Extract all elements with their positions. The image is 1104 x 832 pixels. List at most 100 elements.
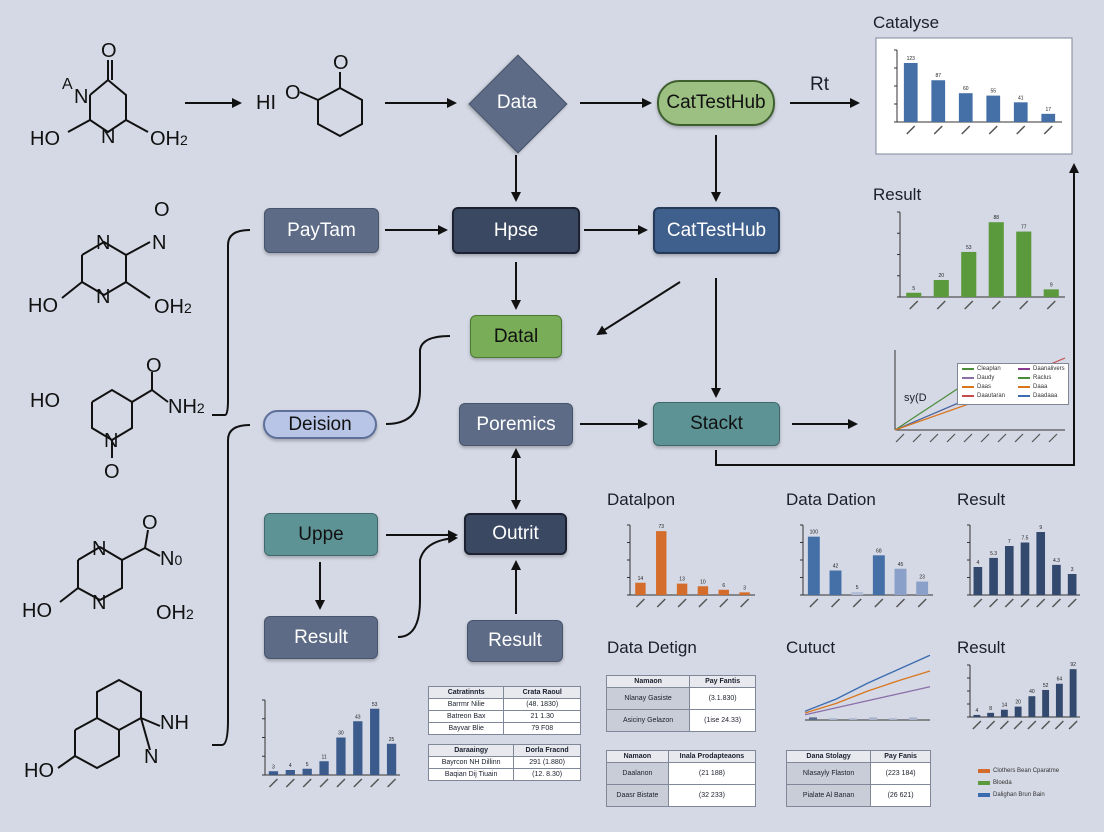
datal-node[interactable]: Datal — [470, 315, 562, 358]
bar-value-label: 77 — [1021, 225, 1027, 231]
bar — [973, 714, 981, 717]
uppe-node[interactable]: Uppe — [264, 513, 378, 556]
bar-value-label: 87 — [935, 73, 941, 79]
legend-item: Daadaaa — [1018, 393, 1057, 399]
bar — [676, 583, 688, 595]
cattesthub-mid-node[interactable]: CatTestHub — [653, 207, 780, 254]
bar — [851, 592, 864, 595]
mol4-n: N — [104, 430, 119, 452]
x-tick-label — [336, 778, 346, 788]
mol4-bond — [131, 389, 153, 403]
bar-value-label: 4.3 — [1053, 558, 1060, 564]
x-tick-label — [1016, 125, 1026, 135]
bar-value-label: 45 — [898, 562, 904, 568]
bar-value-label: 73 — [658, 524, 664, 530]
bar — [849, 718, 857, 720]
x-tick-label — [909, 300, 919, 310]
mol6-nh: NH — [160, 712, 189, 734]
mol3-n1: N — [96, 232, 111, 254]
mol2-bond — [299, 91, 319, 101]
cattesthub-top-node[interactable]: CatTestHub — [657, 80, 775, 126]
x-tick-label — [809, 598, 819, 608]
mol4-o2: O — [104, 461, 120, 483]
table-header: Dana Stolagy — [785, 750, 872, 763]
result-center-node[interactable]: Result — [467, 620, 563, 662]
bar-value-label: 60 — [963, 86, 969, 92]
result-left-node[interactable]: Result — [264, 616, 378, 659]
data-decision-diamond[interactable]: Data — [468, 54, 568, 154]
bar-value-label: 9 — [1039, 525, 1042, 531]
x-tick-label — [656, 598, 666, 608]
bar-value-label: 5 — [856, 585, 859, 591]
legend-item: Cleaplan — [962, 366, 1001, 372]
bar-value-label: 9 — [1050, 282, 1053, 288]
outrit-node[interactable]: Outrit — [464, 513, 567, 555]
table-row: Asiciny Gelazon(1ise 24.33) — [605, 709, 756, 732]
mol6-ring2 — [96, 678, 142, 731]
x-tick-label — [677, 598, 687, 608]
bar — [656, 531, 667, 595]
mol6-bond — [140, 717, 151, 751]
bar — [1004, 546, 1014, 595]
bar-value-label: 5 — [912, 286, 915, 292]
connector-mol4-to-paytam — [212, 229, 251, 416]
mol6-bond — [140, 717, 161, 727]
x-tick-label — [961, 125, 971, 135]
bar — [988, 222, 1004, 297]
table-row: Pialate Al Banan(26 621) — [785, 784, 931, 807]
mol5-ho: HO — [22, 600, 52, 622]
bar — [903, 62, 918, 122]
deision-node[interactable]: Deision — [263, 410, 377, 439]
diamond-label: Data — [496, 92, 538, 113]
mol5-bond — [144, 547, 161, 557]
line-chart-ylabel: sy(D — [904, 392, 927, 404]
x-tick-label — [1046, 300, 1056, 310]
mol6-ho: HO — [24, 760, 54, 782]
x-tick-label — [1051, 598, 1061, 608]
bar — [1016, 231, 1032, 297]
table-header: Dorla Fracnd — [513, 744, 581, 757]
hpse-node[interactable]: Hpse — [452, 207, 580, 254]
paytam-node[interactable]: PayTam — [264, 208, 379, 253]
bar — [973, 567, 983, 595]
table-header: Inala Prodapteaons — [667, 750, 757, 763]
mol4-ho: HO — [30, 390, 60, 412]
bar-value-label: 3 — [272, 764, 275, 770]
x-tick-label — [852, 598, 862, 608]
bar-value-label: 64 — [1057, 677, 1063, 683]
bar — [894, 568, 907, 595]
mol3-bond — [61, 281, 83, 299]
bar — [1041, 113, 1056, 122]
series-line — [804, 670, 931, 714]
bar-value-label: 52 — [1043, 683, 1049, 689]
x-tick-label — [1068, 720, 1078, 730]
stackt-node[interactable]: Stackt — [653, 402, 780, 446]
bar — [353, 721, 363, 775]
x-tick-label — [698, 598, 708, 608]
bar-value-label: 7 — [1008, 539, 1011, 545]
bar — [931, 80, 946, 122]
bar-value-label: 4 — [975, 708, 978, 714]
bar-value-label: 5.3 — [990, 551, 997, 557]
table-header: Namaon — [606, 750, 669, 763]
result-bottom-title: Result — [957, 638, 1006, 657]
mol3-bond — [125, 241, 151, 256]
x-tick-label — [991, 300, 1001, 310]
x-tick-label — [988, 125, 998, 135]
bar-value-label: 20 — [1015, 700, 1021, 706]
line-chart-legend — [957, 363, 1069, 405]
bar — [933, 280, 949, 297]
bar-value-label: 53 — [966, 245, 972, 251]
data-dation-title: Data Dation — [786, 490, 876, 509]
bar-value-label: 10 — [700, 579, 706, 585]
x-tick-label — [986, 720, 996, 730]
poremics-node[interactable]: Poremics — [459, 403, 573, 446]
bar — [1020, 542, 1030, 595]
legend-item: Clothers Bean Cparatme — [978, 768, 1059, 774]
bar-value-label: 8 — [989, 706, 992, 712]
mol3-oh2: OH2 — [154, 296, 192, 318]
arrow-result-to-outrit — [397, 533, 458, 638]
bar-value-label: 88 — [993, 215, 999, 221]
x-tick-label — [1054, 720, 1064, 730]
